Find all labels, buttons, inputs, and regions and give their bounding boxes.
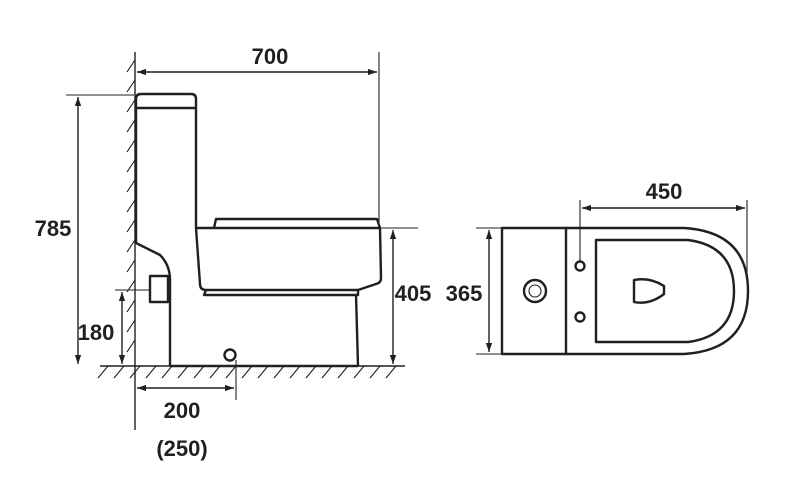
dimension-200: 200 (250) bbox=[137, 360, 237, 461]
floor bbox=[97, 365, 405, 379]
hinge-hole-top bbox=[574, 260, 586, 272]
dimension-label-405: 405 bbox=[395, 281, 432, 306]
seat-lid bbox=[212, 217, 382, 229]
tank-body bbox=[134, 108, 172, 366]
hinge-hole-bottom bbox=[574, 311, 586, 323]
dimension-label-180: 180 bbox=[78, 320, 115, 345]
dimension-365: 365 bbox=[446, 227, 502, 355]
dimension-450: 450 bbox=[579, 179, 748, 278]
dimension-label-200: 200 bbox=[164, 398, 201, 423]
dimension-180: 180 bbox=[78, 289, 151, 364]
top-view: 450 365 bbox=[446, 179, 750, 356]
tank-top bbox=[500, 226, 568, 356]
seat-inner bbox=[594, 238, 736, 344]
drain-outlet bbox=[223, 348, 237, 362]
dimension-label-700: 700 bbox=[252, 44, 289, 69]
water-inlet bbox=[148, 274, 170, 304]
flush-button bbox=[522, 278, 548, 304]
toilet-top-outline bbox=[500, 226, 750, 356]
dimension-785: 785 bbox=[35, 94, 134, 364]
wall-hatching bbox=[126, 59, 136, 353]
tank-lid bbox=[134, 92, 198, 110]
dimension-label-785: 785 bbox=[35, 216, 72, 241]
dimension-label-450: 450 bbox=[646, 179, 683, 204]
floor-hatching bbox=[97, 365, 397, 379]
dimension-405: 405 bbox=[380, 227, 432, 364]
side-view: 700 785 180 405 200 (250) bbox=[35, 44, 432, 461]
bowl-rim bbox=[194, 226, 383, 292]
dimension-label-365: 365 bbox=[446, 281, 483, 306]
bowl-drain bbox=[632, 278, 666, 304]
dimension-700: 700 bbox=[137, 44, 380, 222]
dimension-label-250: (250) bbox=[156, 436, 207, 461]
toilet-side-outline bbox=[134, 92, 383, 368]
bowl-outer bbox=[566, 226, 750, 356]
